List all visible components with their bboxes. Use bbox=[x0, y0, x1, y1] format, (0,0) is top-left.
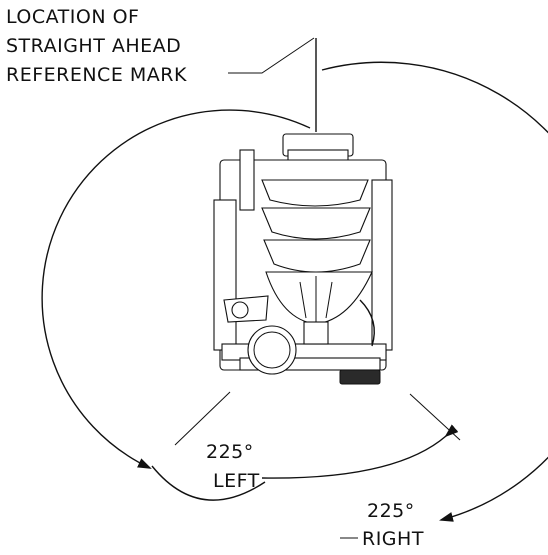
left-post bbox=[239, 149, 255, 211]
left-direction-text: LEFT bbox=[213, 470, 260, 492]
right-limit-line bbox=[409, 393, 461, 441]
left-rotation-arc bbox=[41, 109, 311, 469]
right-rotation-label: 225° RIGHT bbox=[362, 500, 424, 550]
bowl-2 bbox=[261, 207, 371, 240]
reference-label-line3: REFERENCE MARK bbox=[6, 64, 187, 86]
bottom-nub bbox=[339, 369, 381, 385]
left-rotation-label: 225° LEFT bbox=[206, 441, 260, 492]
lever-pivot bbox=[231, 301, 249, 319]
left-angle-text: 225° bbox=[206, 441, 254, 463]
right-rib bbox=[325, 281, 333, 319]
right-angle-text: 225° bbox=[367, 500, 415, 522]
hose bbox=[359, 299, 375, 347]
left-arc-tail bbox=[151, 465, 266, 501]
adjustment-knob bbox=[247, 325, 297, 375]
knob-inner-ring bbox=[253, 331, 291, 369]
right-arc-tail bbox=[261, 424, 459, 479]
bowl-1 bbox=[261, 179, 369, 207]
reference-mark-label: LOCATION OF STRAIGHT AHEAD REFERENCE MAR… bbox=[6, 6, 187, 86]
reference-leader-line bbox=[228, 37, 315, 74]
center-fitting bbox=[303, 321, 329, 345]
device-assembly bbox=[213, 133, 393, 385]
left-bracket bbox=[213, 199, 237, 351]
reference-label-line2: STRAIGHT AHEAD bbox=[6, 35, 181, 57]
reference-label-line1: LOCATION OF bbox=[6, 6, 139, 28]
left-limit-line bbox=[174, 391, 231, 446]
left-rib bbox=[299, 281, 307, 319]
right-rotation-arc bbox=[321, 61, 548, 522]
right-bracket bbox=[371, 179, 393, 351]
right-direction-text: RIGHT bbox=[362, 528, 424, 550]
